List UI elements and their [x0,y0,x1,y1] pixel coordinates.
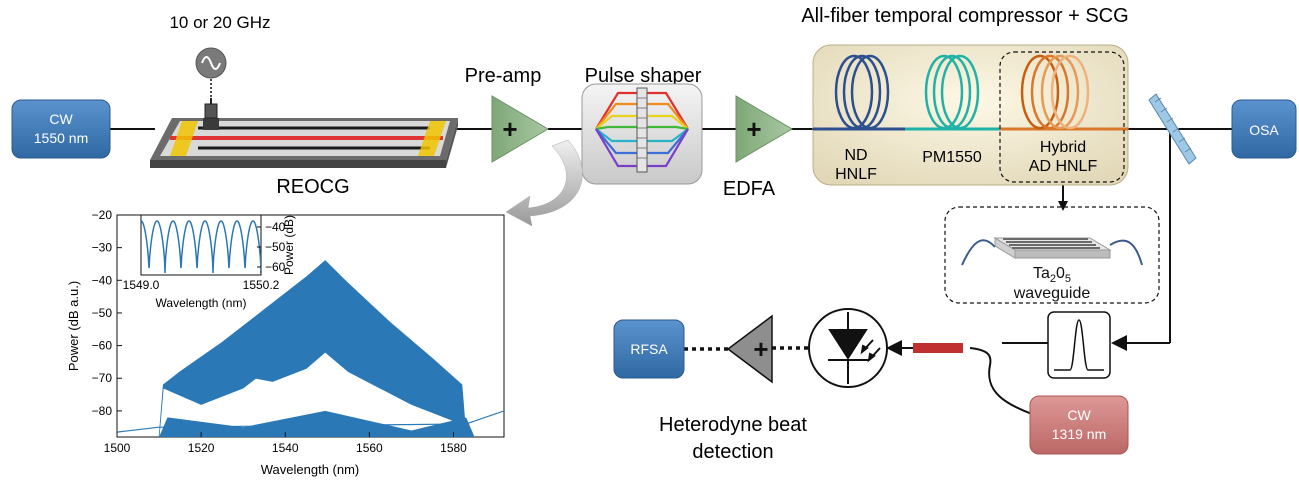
waveguide-sub-5: 5 [1065,273,1071,285]
inset-y-label: Power (dB) [282,215,296,275]
spectrum-y-label: Power (dB a.u.) [66,281,81,371]
waveguide-ta: Ta [1033,265,1050,282]
preamp-label: Pre-amp [465,65,542,87]
y-tick-label: −60 [92,339,113,353]
spectrum-plot-area [117,260,504,437]
photodiode-icon [808,308,888,388]
y-tick-label: −40 [92,273,113,287]
cw-1550-line2: 1550 nm [34,130,88,146]
spectrum-pointer-arrow [505,139,583,227]
bandpass-filter [1047,311,1111,379]
inset-y-tick-label: −50 [265,240,286,254]
compressor-title: All-fiber temporal compressor + SCG [801,5,1128,27]
rfsa-label: RFSA [630,341,668,357]
rfsa-box: RFSA [613,319,685,379]
reocg-modulator [150,98,458,168]
hybrid-dashed-box [999,51,1125,183]
rf-source-label: 10 or 20 GHz [169,13,270,32]
spectrum-envelope [158,260,467,437]
cw-1319-line1: CW [1067,407,1091,423]
inset-trace [141,220,261,274]
inset-plot-area [141,220,261,274]
spectrum-floor [159,410,475,437]
inset-x-label: Wavelength (nm) [156,296,247,310]
inset-x-tick-label: 1549.0 [123,278,160,292]
waveguide-block: Ta205 waveguide [944,206,1160,304]
svg-text:Ta205: Ta205 [1033,265,1071,285]
reocg-label: REOCG [276,176,349,198]
pulse-shaper [581,83,703,185]
x-tick-label: 1520 [188,441,215,455]
beam-splitter [1148,93,1197,165]
hybrid-ad-hnlf-coil [1020,54,1090,130]
osa-box: OSA [1231,99,1297,159]
edfa-plus: + [746,114,761,144]
y-tick-label: −70 [92,371,113,385]
x-tick-label: 1500 [104,441,131,455]
y-tick-label: −50 [92,306,113,320]
spectrum-y-ticks: −20 −30 −40 −50 −60 −70 −80 [92,208,122,418]
waveguide-label: waveguide [1013,285,1091,302]
pm1550-coil [924,54,980,130]
cw-1550-source: CW 1550 nm [11,99,111,159]
cw-1319-line2: 1319 nm [1052,426,1106,442]
x-tick-label: 1560 [356,441,383,455]
preamp-plus: + [502,114,517,144]
x-tick-label: 1580 [440,441,467,455]
fiber-combiner [913,343,963,353]
y-tick-label: −20 [92,208,113,222]
waveguide-o: 0 [1056,265,1065,282]
nd-label: ND [844,147,867,164]
spectrum-noise-line [117,410,504,433]
rf-oscillator-icon [195,47,227,79]
preamp-triangle: + [491,95,549,163]
inset-frame [140,214,262,276]
osa-label: OSA [1249,122,1279,138]
waveguide-sub-2: 2 [1050,273,1056,285]
pm1550-label: PM1550 [922,149,982,166]
cw-1319-source: CW 1319 nm [1029,395,1129,455]
inset-ticks: 1549.0 1550.2 −40 −50 −60 [123,220,286,292]
y-tick-label: −80 [92,404,113,418]
nd-hnlf-coil [834,54,890,130]
heterodyne-label-line2: detection [692,441,773,463]
inset-y-tick-label: −40 [265,220,286,234]
rf-amplifier-triangle: + [726,314,773,384]
compressor-block [812,44,1129,186]
heterodyne-label-line1: Heterodyne beat [659,414,807,436]
x-tick-label: 1540 [272,441,299,455]
spectrum-x-label: Wavelength (nm) [261,462,360,477]
spectrum-x-ticks: 1500 1520 1540 1560 1580 [104,432,467,455]
inset-x-tick-label: 1550.2 [243,278,280,292]
edfa-label: EDFA [723,178,776,200]
pulse-shaper-label: Pulse shaper [585,65,702,87]
edfa-triangle: + [735,95,793,163]
inset-y-tick-label: −60 [265,260,286,274]
hnlf-label: HNLF [835,166,877,183]
hybrid-label: Hybrid [1040,139,1086,156]
y-tick-label: −30 [92,241,113,255]
rf-amp-plus: + [753,334,768,364]
ad-hnlf-label: AD HNLF [1029,158,1098,175]
cw-1550-line1: CW [49,111,73,127]
